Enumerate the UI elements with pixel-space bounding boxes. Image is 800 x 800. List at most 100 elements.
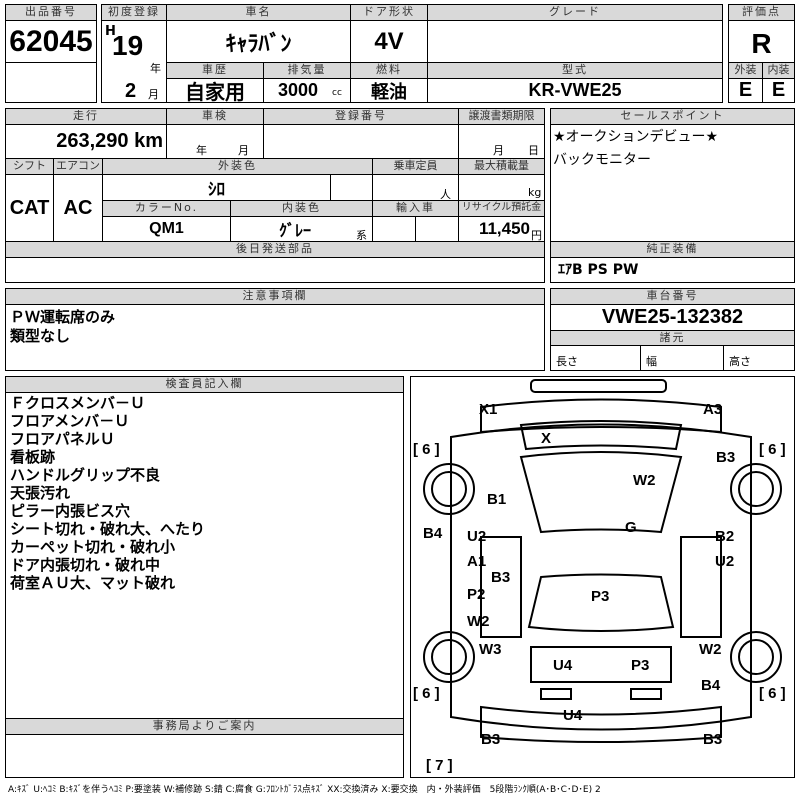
damage-mark: B1 bbox=[487, 491, 507, 508]
fuel-label: 燃料 bbox=[350, 62, 428, 79]
shift-label: シフト bbox=[5, 158, 54, 175]
tire-tread-mark: [ 6 ] bbox=[759, 685, 786, 702]
history: 自家用 bbox=[185, 82, 245, 104]
damage-mark: W2 bbox=[699, 641, 722, 658]
chassis-label: 車台番号 bbox=[550, 288, 795, 305]
legend: A:ｷｽﾞ U:ﾍｺﾐ B:ｷｽﾞを伴うﾍｺﾐ P:要塗装 W:補修跡 S:錆 … bbox=[8, 785, 601, 795]
damage-mark: B3 bbox=[481, 731, 501, 748]
ext-color-extra bbox=[330, 174, 373, 201]
inspection-label: 車検 bbox=[166, 108, 264, 125]
inspection-year-unit: 年 bbox=[196, 144, 207, 157]
transfer-label: 譲渡書類期限 bbox=[458, 108, 545, 125]
damage-mark: U2 bbox=[467, 528, 487, 545]
later-parts-label: 後日発送部品 bbox=[5, 241, 545, 258]
tire-tread-mark: [ 6 ] bbox=[759, 441, 786, 458]
ac: AC bbox=[63, 196, 93, 219]
door-type: 4V bbox=[374, 27, 404, 55]
damage-mark: B3 bbox=[703, 731, 723, 748]
inspector-line: フロアメンバ－Ｕ bbox=[10, 412, 130, 430]
first-reg-month: 2 bbox=[125, 80, 137, 102]
inspector-line: 天張汚れ bbox=[10, 484, 71, 502]
damage-mark: B4 bbox=[701, 677, 721, 694]
damage-mark: W2 bbox=[467, 613, 490, 630]
notes-line: ＰＷ運転席のみ bbox=[10, 308, 116, 326]
inspector-line: カーペット切れ・破れ小 bbox=[10, 538, 176, 556]
month-unit: 月 bbox=[148, 88, 159, 101]
damage-mark: U4 bbox=[563, 707, 583, 724]
displacement: 3000 bbox=[277, 80, 319, 100]
sales-point-line: バックモニター bbox=[553, 152, 651, 168]
grade-label: グレード bbox=[427, 4, 723, 21]
model-box bbox=[427, 78, 723, 103]
transfer-day-unit: 日 bbox=[528, 144, 539, 157]
fuel: 軽油 bbox=[371, 81, 407, 102]
damage-mark: P3 bbox=[631, 657, 650, 674]
inspector-label: 検査員記入欄 bbox=[5, 376, 404, 393]
capacity-label: 乗車定員 bbox=[372, 158, 459, 175]
lot-label: 出品番号 bbox=[5, 4, 97, 21]
tire-tread-mark: [ 7 ] bbox=[426, 757, 453, 774]
int-color-label: 内装色 bbox=[230, 200, 373, 217]
lot-empty bbox=[5, 62, 97, 103]
damage-mark: B4 bbox=[423, 525, 443, 542]
ext-color: ｼﾛ bbox=[208, 180, 225, 199]
inspector-line: ピラー内張ビス穴 bbox=[10, 502, 131, 520]
equipment-box bbox=[550, 257, 795, 283]
reg-no-label: 登録番号 bbox=[263, 108, 459, 125]
damage-mark: P3 bbox=[591, 588, 610, 605]
height-box bbox=[723, 345, 795, 371]
first-reg-label: 初度登録 bbox=[101, 4, 167, 21]
score-label: 評価点 bbox=[728, 4, 795, 21]
damage-mark: A1 bbox=[467, 553, 487, 570]
reg-no-box bbox=[263, 124, 459, 159]
inspection-month-unit: 月 bbox=[238, 144, 249, 157]
int-score-box bbox=[762, 78, 795, 103]
damage-mark: B3 bbox=[716, 449, 736, 466]
sales-point-label: セールスポイント bbox=[550, 108, 795, 125]
office-label: 事務局よりご案内 bbox=[5, 718, 404, 735]
tire-tread-mark: [ 6 ] bbox=[413, 685, 440, 702]
recycle-fee: 11,450 bbox=[478, 219, 530, 238]
load-label: 最大積載量 bbox=[458, 158, 545, 175]
capacity-unit: 人 bbox=[440, 188, 451, 201]
later-parts-box bbox=[5, 257, 545, 283]
import-label: 輸入車 bbox=[372, 200, 459, 217]
damage-mark: W3 bbox=[479, 641, 502, 658]
specs-label: 諸元 bbox=[550, 330, 795, 346]
ext-score: E bbox=[738, 79, 753, 101]
import-box-1 bbox=[372, 216, 416, 242]
inspector-line: ドア内張切れ・破れ中 bbox=[10, 556, 161, 574]
import-box-2 bbox=[415, 216, 459, 242]
lot-number: 62045 bbox=[9, 24, 93, 58]
cc-unit: cc bbox=[332, 88, 342, 98]
shift: CAT bbox=[9, 196, 50, 219]
color-no: QM1 bbox=[149, 220, 184, 237]
ext-color-label: 外装色 bbox=[102, 158, 373, 175]
car-name-label: 車名 bbox=[166, 4, 351, 21]
damage-mark: B3 bbox=[491, 569, 511, 586]
inspector-line: 荷室ＡＵ大、マット破れ bbox=[10, 574, 176, 592]
car-name: ｷｬﾗﾊﾞﾝ bbox=[225, 30, 292, 56]
inspector-line: Ｆクロスメンバ－Ｕ bbox=[10, 394, 146, 412]
damage-mark: B2 bbox=[715, 528, 735, 545]
damage-mark: U2 bbox=[715, 553, 735, 570]
recycle-label: リサイクル預託金 bbox=[458, 200, 545, 217]
car-outline-icon bbox=[423, 379, 782, 743]
equipment: ｴｱB PS PW bbox=[558, 262, 639, 278]
era: H bbox=[105, 24, 116, 39]
model-code: KR-VWE25 bbox=[528, 80, 622, 100]
inspector-line: 看板跡 bbox=[10, 448, 56, 466]
notes-line: 類型なし bbox=[10, 327, 71, 345]
damage-mark: P2 bbox=[467, 586, 486, 603]
equipment-label: 純正装備 bbox=[550, 241, 795, 258]
damage-mark: X1 bbox=[479, 401, 498, 418]
inspector-line: ハンドルグリップ不良 bbox=[10, 466, 161, 484]
notes-box bbox=[5, 304, 545, 371]
color-no-label: カラーNo. bbox=[102, 200, 231, 217]
tire-tread-mark: [ 6 ] bbox=[413, 441, 440, 458]
mileage-label: 走行 bbox=[5, 108, 167, 125]
width-label: 幅 bbox=[646, 355, 657, 368]
load-unit: kg bbox=[528, 186, 542, 199]
mileage: 263,290 km bbox=[56, 130, 163, 152]
